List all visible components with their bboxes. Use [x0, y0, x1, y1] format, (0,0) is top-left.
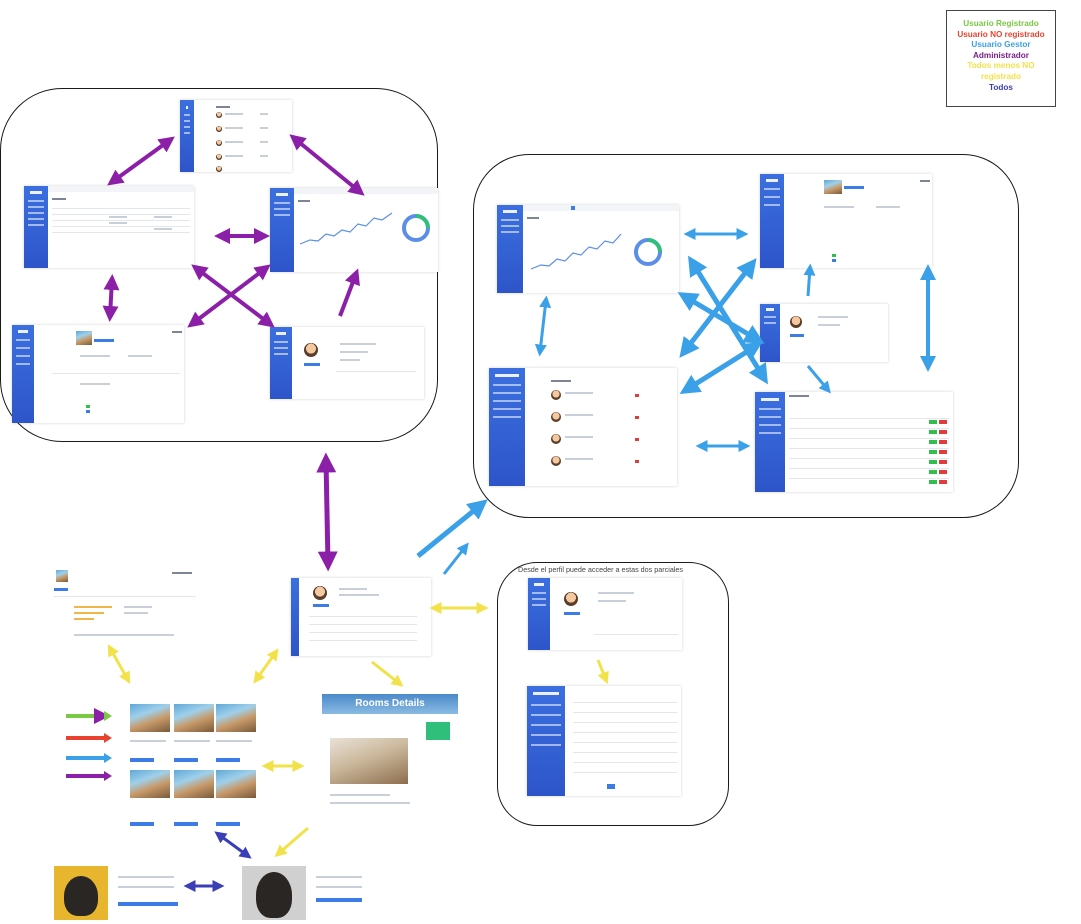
admin-profile-screen[interactable] — [270, 327, 424, 399]
pug-image — [242, 866, 306, 920]
legend-box: Usuario Registrado Usuario NO registrado… — [946, 10, 1056, 107]
rooms-details-screen[interactable]: Rooms Details — [322, 688, 458, 826]
gestor-hotels-table-screen[interactable] — [755, 392, 953, 492]
legend-item-administrador: Administrador — [973, 50, 1029, 60]
pug-image — [54, 866, 108, 920]
donut-chart-thumbnail — [634, 238, 662, 266]
gestor-hotel-detail-screen[interactable] — [760, 174, 932, 268]
admin-stats-screen[interactable] — [270, 188, 438, 272]
login-screen[interactable] — [54, 866, 184, 920]
partial-reservations-screen[interactable] — [527, 686, 681, 796]
line-chart-thumbnail — [530, 233, 622, 270]
legend-item-gestor: Usuario Gestor — [971, 40, 1031, 50]
gestor-stats-screen[interactable] — [497, 205, 679, 293]
admin-users-list-screen[interactable] — [180, 100, 292, 172]
legend-item-no-registrado: Usuario NO registrado — [957, 29, 1045, 39]
legend-item-todos-menos: Todos menos NO registrado — [967, 61, 1035, 81]
admin-hotel-detail-screen[interactable] — [12, 325, 184, 423]
legend-item-registrado: Usuario Registrado — [963, 19, 1039, 28]
landing-hotels-grid-screen[interactable] — [120, 688, 262, 832]
legend-item-todos: Todos — [989, 82, 1013, 92]
rooms-banner-title: Rooms Details — [355, 698, 425, 709]
user-profile-screen[interactable] — [291, 578, 431, 656]
gestor-profile-screen[interactable] — [760, 304, 888, 362]
line-chart-thumbnail — [299, 212, 393, 245]
partial-profile-screen[interactable] — [528, 578, 682, 650]
hotel-reviews-screen[interactable] — [54, 566, 196, 648]
arrow-admin — [107, 136, 175, 186]
partials-note: Desde el perfil puede acceder a estas do… — [518, 565, 684, 574]
gestor-users-list-screen[interactable] — [489, 368, 677, 486]
admin-hotels-table-screen[interactable] — [24, 186, 194, 268]
donut-chart-thumbnail — [402, 214, 430, 242]
register-screen[interactable] — [242, 866, 372, 920]
